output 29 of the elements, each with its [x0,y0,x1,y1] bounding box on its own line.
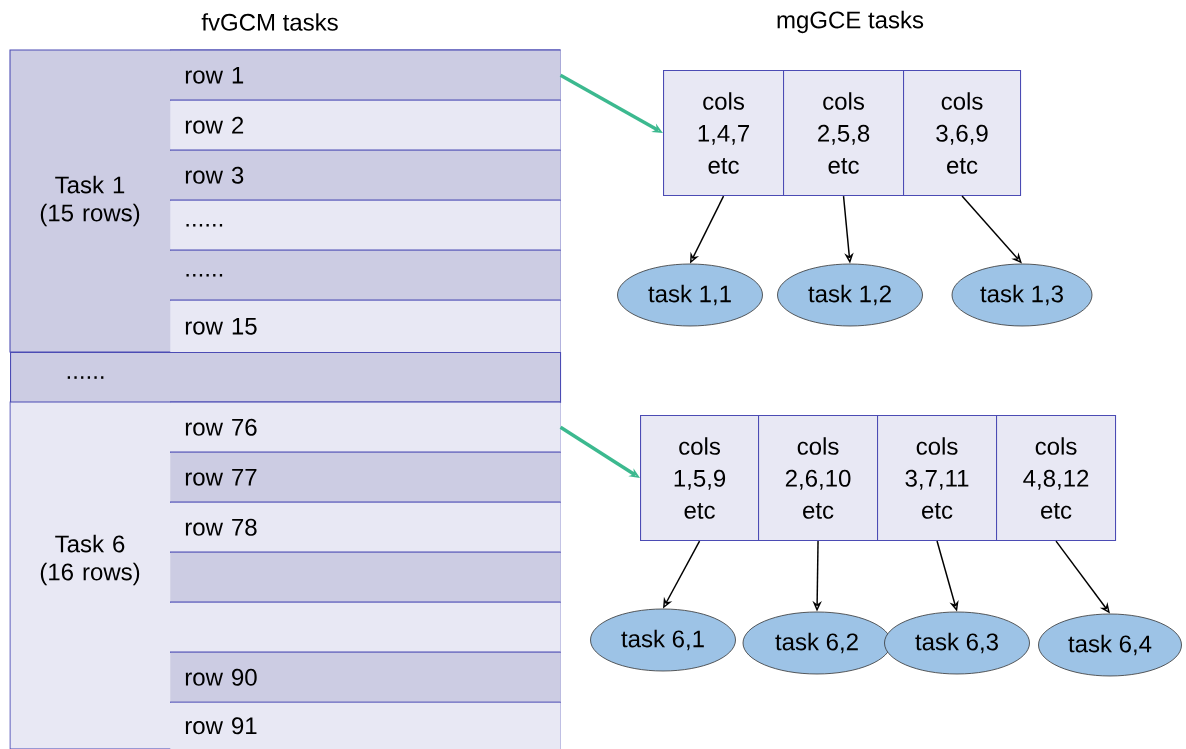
node-label: row 91 [185,717,257,735]
column-cell: cols 1,5,9 etc [640,415,760,542]
table-row: row 90 [169,651,562,704]
node-label: row 76 [185,418,257,436]
column-cell: cols 2,6,10 etc [758,415,879,542]
empty-row [169,551,562,604]
table-row: ...... [169,249,562,302]
column-cell: cols 4,8,12 etc [996,415,1117,542]
table-row: row 76 [169,401,562,454]
table-row: row 91 [169,701,562,749]
table-row: row 78 [169,501,562,554]
column-cell: cols 3,7,11 etc [877,415,998,542]
table-row: ...... [169,199,562,252]
table-band: ...... [10,352,562,404]
section-heading: fvGCM tasks [201,13,338,31]
node-label: ...... [186,273,223,277]
node-label: row 1 [185,66,244,84]
column-cell: cols 2,5,8 etc [783,70,905,197]
table-row: row 77 [169,451,562,504]
table-row: row 15 [169,299,562,354]
column-cell: cols 3,6,9 etc [903,70,1022,197]
empty-row [169,601,562,654]
table-row: row 1 [169,49,562,102]
table-row: row 3 [169,149,562,202]
section-heading: mgGCE tasks [777,10,924,34]
table-row: row 2 [169,99,562,152]
node-label: row 3 [185,166,244,184]
node-label: row 78 [185,518,257,536]
column-cell: cols 1,4,7 etc [663,70,785,197]
